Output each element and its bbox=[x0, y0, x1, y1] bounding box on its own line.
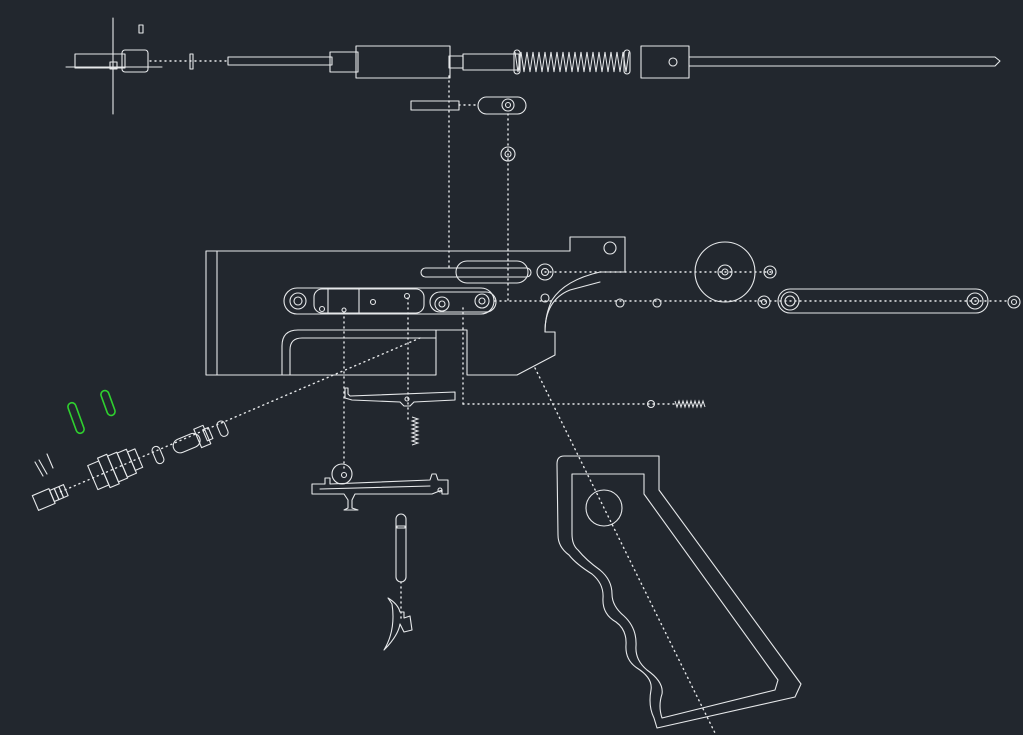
recoil-spring bbox=[513, 49, 631, 75]
highlighted-pins bbox=[67, 389, 116, 435]
hammer-pivot-disc bbox=[615, 241, 1021, 309]
buffer-tube-pieces bbox=[31, 420, 229, 511]
pistol-grip bbox=[556, 455, 802, 729]
trigger bbox=[383, 513, 413, 651]
sear-assembly bbox=[311, 463, 449, 511]
trigger-bar bbox=[344, 387, 456, 446]
barrel-assembly bbox=[227, 45, 1001, 79]
receiver-body bbox=[205, 236, 626, 376]
link-arm bbox=[646, 288, 989, 409]
charging-handle bbox=[410, 96, 527, 162]
assembly-guides bbox=[59, 60, 1011, 735]
front-sight-crosshair bbox=[65, 17, 194, 115]
